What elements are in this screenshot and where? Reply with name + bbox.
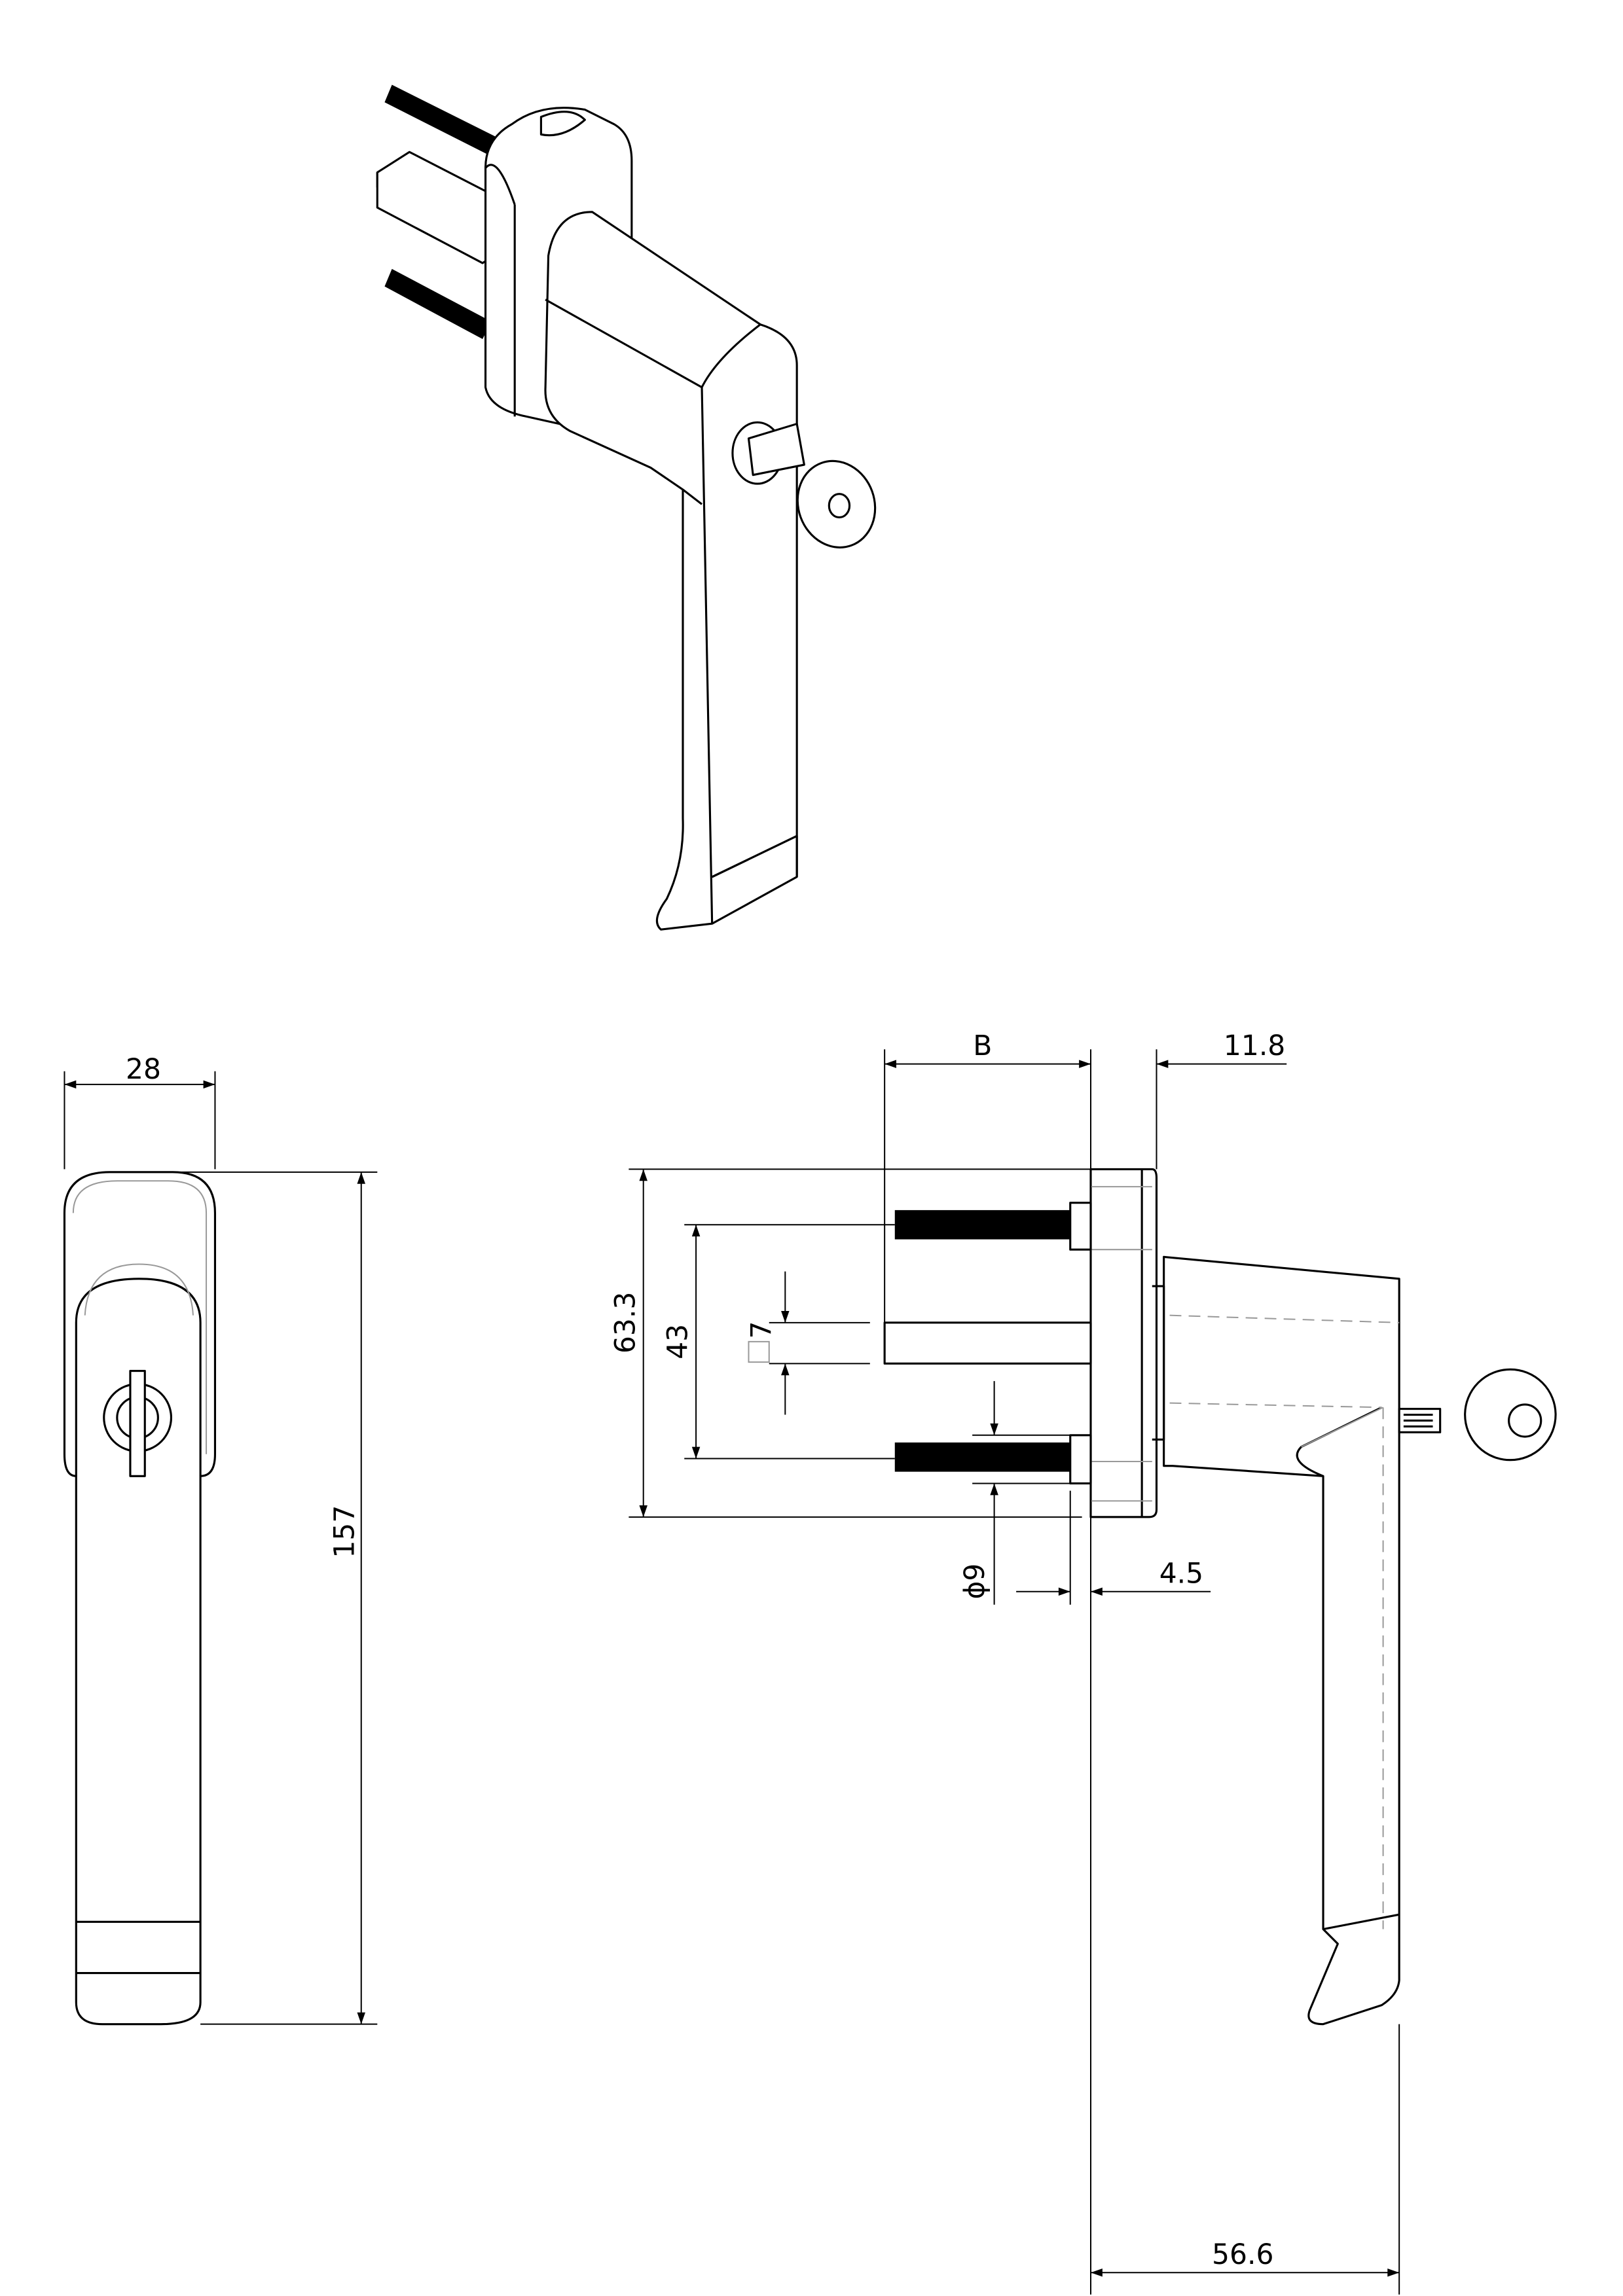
dim-screw-head-offset: 4.5 xyxy=(1159,1558,1203,1590)
isometric-view xyxy=(376,84,877,931)
dim-projection: 56.6 xyxy=(1212,2239,1273,2271)
dim-rose-thickness: 11.8 xyxy=(1224,1030,1285,1062)
key xyxy=(731,421,877,548)
spindle-side xyxy=(883,1321,1092,1365)
handle-side xyxy=(1152,1255,1400,2026)
dim-rose-height: 63.3 xyxy=(610,1292,642,1354)
screw-bottom xyxy=(384,268,492,340)
side-view: B 11.8 63.3 43 7 ϕ9 4.5 56.6 xyxy=(610,1030,1557,2295)
rose xyxy=(1089,1168,1158,1518)
screw-top xyxy=(384,84,515,164)
handle-body xyxy=(544,211,798,931)
dim-screw-diameter: ϕ9 xyxy=(959,1564,991,1600)
dim-front-width: 28 xyxy=(126,1054,161,1086)
spindle xyxy=(376,151,513,264)
dim-front-height: 157 xyxy=(329,1505,361,1558)
key-side xyxy=(1398,1368,1557,1462)
screws xyxy=(894,1202,1092,1485)
key-cylinder xyxy=(103,1369,173,1477)
dim-screw-spacing: 43 xyxy=(663,1324,695,1359)
front-view: 28 157 xyxy=(63,1054,378,2026)
dim-spindle-square: 7 xyxy=(746,1321,778,1339)
dim-spindle-length: B xyxy=(973,1030,992,1062)
